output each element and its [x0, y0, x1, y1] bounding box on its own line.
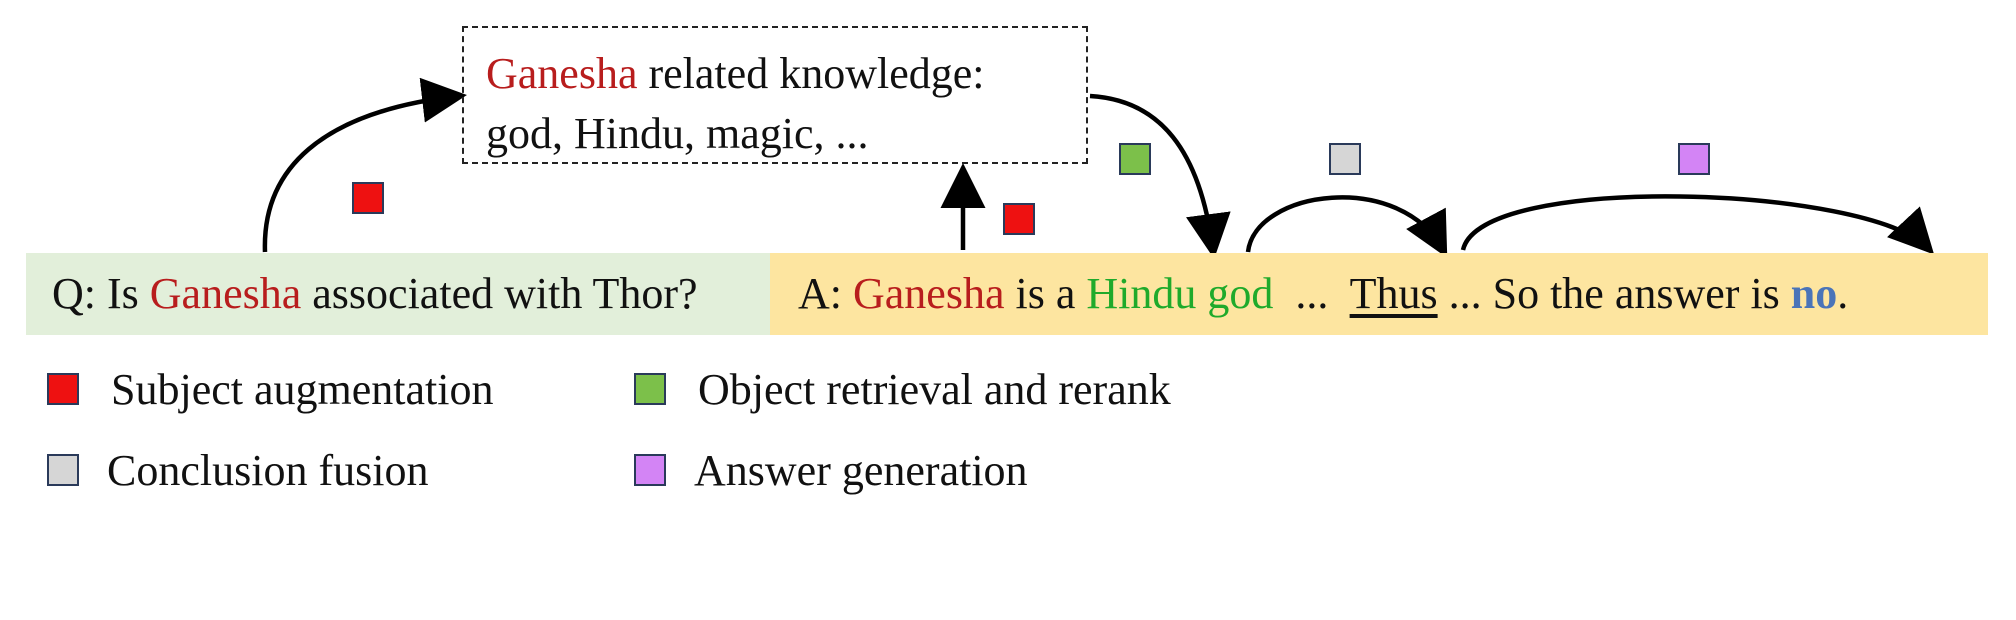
- subject-augmentation-marker: [352, 182, 384, 214]
- answer-ellipsis: ...: [1273, 269, 1350, 318]
- conclusion-fusion-marker: [1329, 143, 1361, 175]
- knowledge-title-rest: related knowledge:: [637, 49, 985, 98]
- knowledge-items: god, Hindu, magic, ...: [486, 109, 869, 158]
- legend-green-square: [634, 373, 666, 405]
- legend-subject-augmentation: Subject augmentation: [47, 365, 607, 415]
- answer-middle: ... So the answer is: [1437, 269, 1791, 318]
- arrow-to-answer: [1460, 194, 1935, 255]
- legend-object-retrieval: Object retrieval and rerank: [634, 365, 1334, 415]
- legend-answer-generation: Answer generation: [634, 446, 1194, 496]
- subject-augmentation-marker: [1003, 203, 1035, 235]
- answer-thus: Thus: [1349, 269, 1438, 318]
- knowledge-box: Ganesha related knowledge: god, Hindu, m…: [462, 26, 1088, 164]
- answer-object: Hindu god: [1086, 269, 1274, 318]
- knowledge-subject: Ganesha: [486, 49, 638, 98]
- question-subject: Ganesha: [149, 269, 302, 318]
- legend-gray-square: [47, 454, 79, 486]
- legend-label: Object retrieval and rerank: [698, 365, 1171, 414]
- knowledge-title: Ganesha related knowledge:: [486, 44, 1086, 104]
- answer-period: .: [1837, 269, 1849, 318]
- answer-subject: Ganesha: [853, 269, 1005, 318]
- arrow-to-conclusion: [1245, 195, 1448, 258]
- answer-mid: is a: [1004, 269, 1087, 318]
- legend-label: Subject augmentation: [111, 365, 494, 414]
- legend-red-square: [47, 373, 79, 405]
- answer-band: A: Ganesha is a Hindu god ... Thus ... S…: [770, 253, 1988, 335]
- answer-generation-marker: [1678, 143, 1710, 175]
- object-retrieval-marker: [1119, 143, 1151, 175]
- arrow-knowledge-to-answer: [1089, 93, 1231, 259]
- question-band: Q: Is Ganesha associated with Thor?: [26, 253, 770, 335]
- answer-final: no: [1790, 269, 1838, 318]
- legend-label: Answer generation: [694, 446, 1028, 495]
- legend-purple-square: [634, 454, 666, 486]
- arrow-question-to-knowledge: [262, 77, 467, 253]
- question-rest: associated with Thor?: [301, 269, 698, 318]
- question-prefix: Q: Is: [52, 269, 150, 318]
- legend-label: Conclusion fusion: [107, 446, 429, 495]
- legend-conclusion-fusion: Conclusion fusion: [47, 446, 607, 496]
- answer-prefix: A:: [798, 269, 853, 318]
